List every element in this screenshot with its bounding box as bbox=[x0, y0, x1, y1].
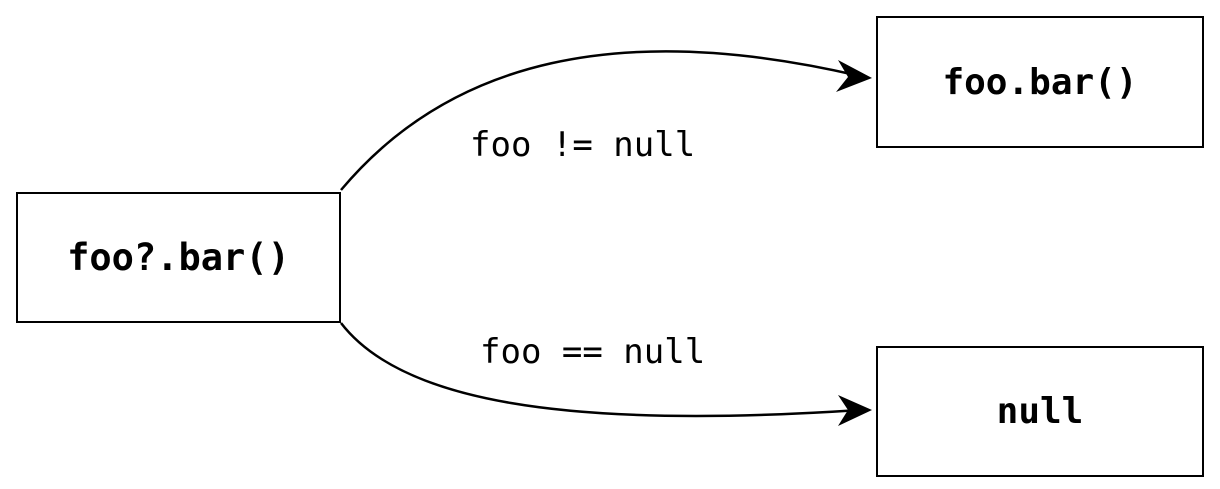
arrowhead-not-null bbox=[836, 60, 872, 92]
node-direct-call: foo.bar() bbox=[876, 16, 1204, 148]
arrow-to-not-null-branch bbox=[340, 50, 861, 191]
arrowhead-null bbox=[838, 395, 872, 426]
node-null-result: null bbox=[876, 346, 1204, 477]
node-null-result-label: null bbox=[996, 391, 1084, 432]
node-safe-call: foo?.bar() bbox=[16, 192, 341, 323]
node-direct-call-label: foo.bar() bbox=[942, 61, 1138, 103]
node-safe-call-label: foo?.bar() bbox=[67, 236, 290, 279]
edge-label-is-null: foo == null bbox=[480, 332, 706, 372]
edge-label-not-null: foo != null bbox=[470, 125, 696, 165]
arrow-to-null-branch bbox=[340, 322, 861, 418]
